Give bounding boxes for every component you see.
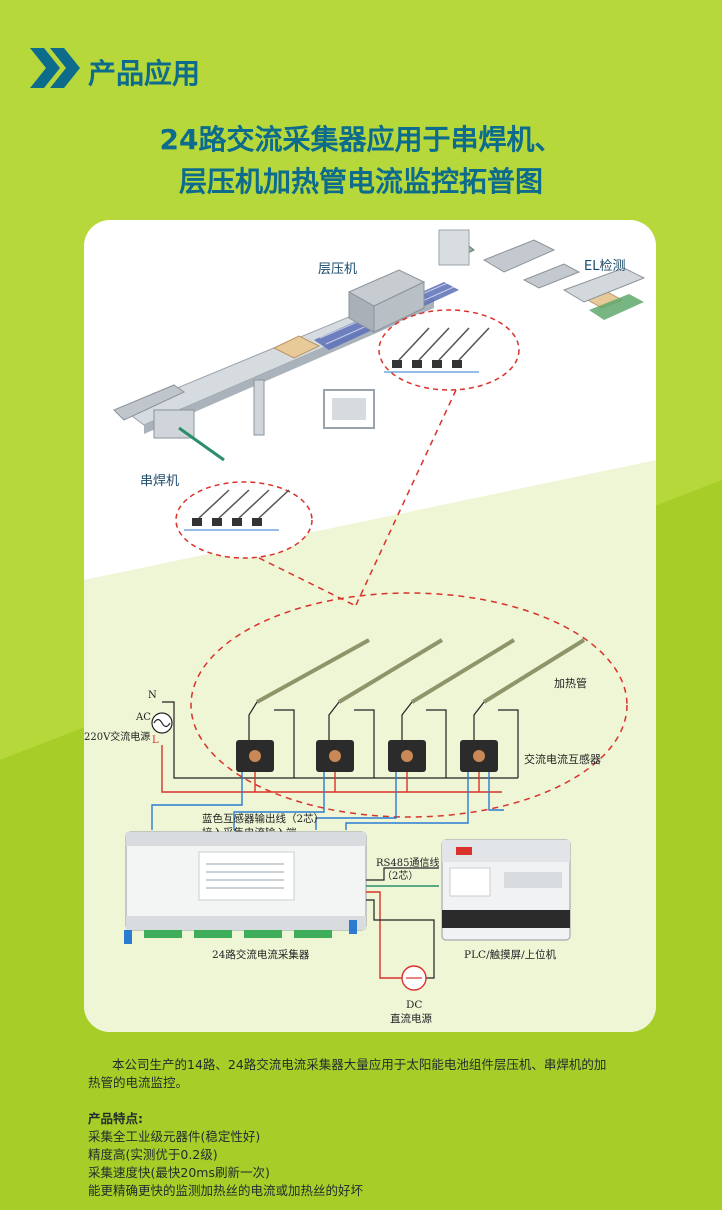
sensor-label: 交流电流互感器 [524, 752, 601, 766]
description: 本公司生产的14路、24路交流电流采集器大量应用于太阳能电池组件层压机、串焊机的… [88, 1057, 607, 1090]
plc-label: PLC/触摸屏/上位机 [464, 948, 557, 961]
feature-item: 精度高(实测优于0.2级) [88, 1147, 218, 1162]
l-label: L [152, 735, 159, 746]
connector-line-left [258, 557, 355, 606]
dc-power-label: 直流电源 [390, 1012, 432, 1025]
current-transformers [236, 740, 498, 772]
rs485-wiring [366, 867, 439, 881]
current-transformer [236, 740, 274, 772]
collector-device [124, 831, 367, 944]
laminator-label: 层压机 [318, 262, 357, 277]
current-transformer [460, 740, 498, 772]
topology-diagram: 层压机 EL检测 串焊机 [84, 229, 656, 1032]
stringer-detail-bubble [175, 481, 313, 559]
dc-label: DC [406, 999, 422, 1011]
ac-wave-icon [153, 718, 171, 728]
feature-item: 采集速度快(最快20ms刷新一次) [88, 1165, 270, 1180]
diagram-card: 层压机 EL检测 串焊机 [84, 220, 656, 1032]
dc-neg-wiring [366, 899, 435, 979]
feature-item: 能更精确更快的监测加热丝的电流或加热丝的好坏 [88, 1183, 364, 1198]
heater-tubes [256, 638, 586, 704]
stringer-label: 串焊机 [140, 473, 179, 489]
heater-tube [256, 638, 370, 704]
features-title: 产品特点: [88, 1111, 143, 1126]
dc-wiring [366, 891, 402, 979]
n-label: N [148, 690, 157, 701]
rs485-cores-label: （2芯） [382, 869, 418, 882]
heater-label: 加热管 [554, 676, 587, 690]
current-transformer [388, 740, 426, 772]
double-chevron-icon [30, 48, 80, 88]
main-title-line2: 层压机加热管电流监控拓普图 [178, 165, 543, 198]
heater-wiring [162, 701, 519, 779]
heater-tube [410, 638, 516, 704]
el-label: EL检测 [584, 259, 625, 274]
ac-label: AC [135, 712, 151, 723]
heater-detail-ellipse [190, 592, 628, 818]
production-line [113, 229, 646, 462]
live-wiring [161, 745, 502, 793]
output-line-label: 蓝色互感器输出线（2芯） [202, 812, 324, 825]
power-label: 220V交流电源 [84, 730, 150, 743]
plc-device [441, 839, 571, 941]
main-title-line1: 24路交流采集器应用于串焊机、 [159, 123, 563, 156]
feature-item: 采集全工业级元器件(稳定性好) [88, 1129, 261, 1144]
heater-tube [337, 638, 444, 704]
section-title: 产品应用 [88, 57, 201, 90]
current-transformer [316, 740, 354, 772]
card-lower-tint [84, 460, 656, 1032]
rs485-label: RS485通信线 [376, 856, 439, 869]
collector-label: 24路交流电流采集器 [212, 948, 310, 961]
ct-output-wiring [151, 772, 504, 830]
laminator-detail-bubble [378, 309, 520, 391]
heater-tube [482, 638, 586, 704]
